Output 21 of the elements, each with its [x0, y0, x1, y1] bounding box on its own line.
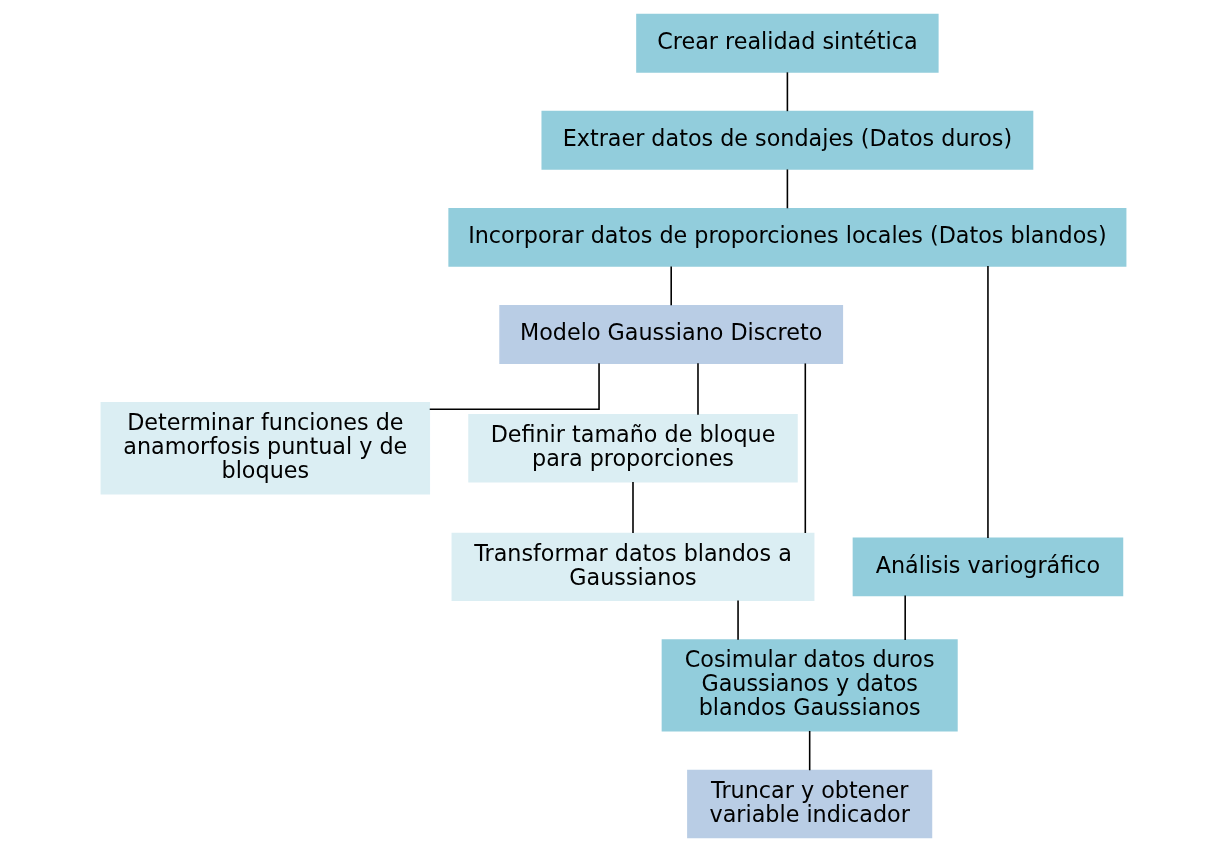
- connector: [696, 362, 699, 416]
- node-box: Análisis variográfico: [852, 537, 1123, 597]
- node-box: Transformar datos blandos a Gaussianos: [451, 532, 814, 602]
- node-box: Incorporar datos de proporciones locales (Datos blandos): [447, 207, 1126, 267]
- connector: [736, 599, 739, 641]
- connector: [808, 730, 810, 772]
- node-box: Determinar funciones de anamorfosis puntual y de bloques: [100, 402, 430, 495]
- connector: [631, 481, 634, 534]
- node-box: Modelo Gaussiano Discreto: [498, 305, 843, 364]
- connector: [786, 168, 788, 210]
- node-box: Crear realidad sintética: [635, 13, 939, 73]
- connector: [804, 362, 806, 534]
- connector: [669, 265, 672, 307]
- connector: [986, 265, 989, 539]
- connector: [786, 71, 788, 112]
- node-box: Definir tamaño de bloque para proporciones: [467, 414, 798, 483]
- node-box: Cosimular datos duros Gaussianos y datos blandos Gaussianos: [661, 639, 958, 732]
- node-box: Truncar y obtener variable indicador: [686, 769, 932, 839]
- node-box: Extraer datos de sondajes (Datos duros): [540, 110, 1033, 170]
- connector: [903, 594, 906, 641]
- connector: [428, 362, 600, 411]
